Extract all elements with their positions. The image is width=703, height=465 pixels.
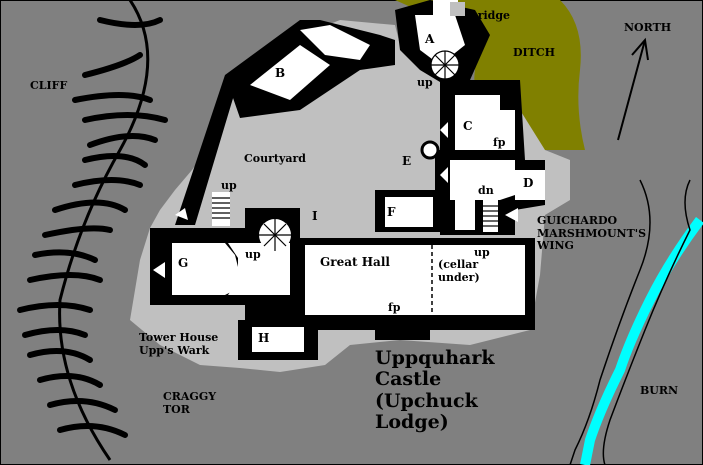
fireplace-hall-label: fp: [388, 301, 401, 314]
room-h-label: H: [258, 331, 270, 345]
bridge-gap: [450, 2, 465, 16]
castle-rooms: [172, 0, 545, 352]
courtyard-label: Courtyard: [244, 152, 306, 165]
north-label: NORTH: [624, 21, 672, 34]
cellar-label: (cellar under): [438, 258, 480, 284]
burn-bank-right: [602, 179, 691, 465]
burn-label: BURN: [640, 384, 679, 397]
room-f-label: F: [387, 205, 396, 219]
ditch-label: DITCH: [513, 46, 556, 59]
stair-down-label: dn: [478, 184, 494, 197]
great-hall-label: Great Hall: [320, 255, 390, 269]
room-a-label: A: [425, 32, 435, 46]
well-icon: [420, 140, 440, 160]
room-c-label: C: [463, 119, 473, 133]
room-b-label: B: [275, 66, 286, 80]
castle-name-label: Uppquhark Castle (Upchuck Lodge): [375, 347, 495, 433]
burn-stream: [580, 217, 703, 465]
stair-treads: [212, 50, 498, 251]
guichardo-wing-label: GUICHARDO MARSHMOUNT'S WING: [537, 214, 647, 253]
cliff-label: CLIFF: [30, 79, 68, 92]
stair-up-right-label: up: [474, 246, 490, 259]
cliff-edge: [58, 0, 150, 461]
room-e-label: E: [402, 154, 412, 168]
tower-house-label: Tower House Upp's Wark: [139, 331, 219, 357]
craggy-tor-label: CRAGGY TOR: [163, 390, 217, 416]
fireplace-c-label: fp: [493, 136, 506, 149]
bridge-label: bridge: [470, 9, 511, 22]
room-g-label: G: [178, 256, 189, 270]
room-d-label: D: [523, 176, 534, 190]
stair-up-gate-label: up: [417, 76, 433, 89]
room-i-label: I: [312, 209, 318, 223]
stair-up-courtyard-label: up: [221, 179, 237, 192]
north-arrow-icon: [617, 37, 649, 141]
window-slits: [153, 122, 518, 278]
ditch-area: [395, 0, 585, 150]
burn-bank-left: [569, 179, 651, 465]
stair-up-g-label: up: [245, 248, 261, 261]
